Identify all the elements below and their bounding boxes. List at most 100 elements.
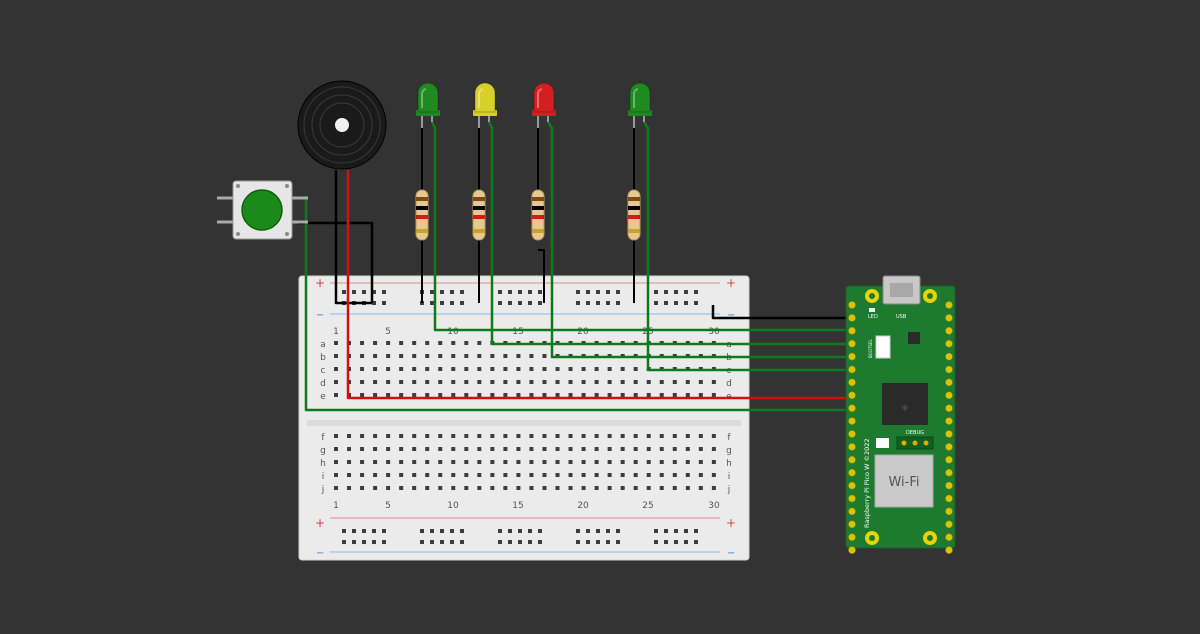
breadboard-hole — [555, 434, 560, 438]
breadboard-hole — [581, 434, 586, 438]
breadboard-hole — [620, 460, 625, 464]
push-button[interactable] — [217, 180, 308, 240]
row-letter-d-right: d — [726, 379, 732, 389]
resistor-2[interactable] — [472, 189, 486, 241]
breadboard-hole — [477, 460, 482, 464]
rail-hole — [508, 529, 512, 533]
breadboard-hole — [685, 460, 690, 464]
breadboard-hole — [607, 486, 612, 490]
breadboard-hole — [516, 447, 521, 451]
breadboard-hole — [659, 447, 664, 451]
breadboard-hole — [581, 367, 586, 371]
row-letter-f-left: f — [321, 433, 325, 443]
breadboard-hole — [477, 354, 482, 358]
breadboard-hole — [412, 341, 417, 345]
resistor-band — [473, 229, 485, 233]
rail-hole — [576, 529, 580, 533]
breadboard-hole — [373, 486, 378, 490]
rail-hole — [674, 540, 678, 544]
pico-pin-right — [945, 339, 953, 348]
breadboard-hole — [568, 447, 573, 451]
row-letter-e-left: e — [320, 392, 326, 402]
breadboard-hole — [360, 473, 365, 477]
breadboard-hole — [451, 434, 456, 438]
row-letter-j-right: j — [727, 485, 731, 495]
breadboard-hole — [672, 460, 677, 464]
wire-buzzer-ground — [334, 170, 372, 305]
led-green-2[interactable] — [628, 82, 652, 128]
buzzer[interactable] — [297, 80, 387, 170]
breadboard-hole — [399, 460, 404, 464]
button-cap[interactable] — [241, 189, 283, 231]
breadboard-hole — [399, 341, 404, 345]
raspberry-pi-pico-w[interactable]: LED USB BOOTSEL ◆ DEBUG Wi-Fi Raspberry … — [845, 275, 956, 554]
resistor-band — [473, 197, 485, 201]
breadboard-hole — [646, 486, 651, 490]
rail-hole — [654, 529, 658, 533]
rail-hole — [616, 529, 620, 533]
led-red[interactable] — [532, 82, 556, 128]
breadboard-hole — [581, 473, 586, 477]
rail-hole — [616, 301, 620, 305]
breadboard-hole — [386, 486, 391, 490]
pico-pin-left — [848, 417, 856, 425]
led-highlight — [478, 88, 484, 108]
rail-hole — [694, 540, 698, 544]
row-letter-h-right: h — [726, 459, 732, 469]
bootsel-button[interactable] — [875, 335, 891, 359]
wire-led4-signal — [642, 121, 858, 372]
breadboard-hole — [399, 473, 404, 477]
row-letter-b-left: b — [320, 353, 326, 363]
resistor-band — [628, 206, 640, 210]
breadboard-hole — [542, 486, 547, 490]
rail-hole — [596, 529, 600, 533]
resistor-1[interactable] — [415, 189, 429, 241]
button-corner-tl — [236, 184, 240, 188]
breadboard-hole — [594, 380, 599, 384]
breadboard-hole — [607, 393, 612, 397]
breadboard-hole — [620, 486, 625, 490]
pico-pin-left — [848, 468, 856, 477]
breadboard-hole — [594, 367, 599, 371]
led-body — [417, 82, 439, 113]
breadboard-hole — [685, 473, 690, 477]
pico-pin-right — [945, 391, 953, 400]
resistor-3[interactable] — [531, 189, 545, 241]
breadboard-hole — [451, 447, 456, 451]
col-num-bottom-15: 15 — [512, 501, 523, 511]
breadboard-hole — [542, 447, 547, 451]
pico-pin-right — [945, 443, 953, 451]
rail-hole — [440, 529, 444, 533]
breadboard-hole — [373, 473, 378, 477]
rail-hole — [684, 529, 688, 533]
breadboard-hole — [698, 486, 703, 490]
wire-button-ground — [298, 221, 374, 303]
breadboard-hole — [425, 434, 430, 438]
led-green-1[interactable] — [416, 82, 440, 128]
led-body — [474, 82, 496, 113]
led-yellow[interactable] — [473, 82, 497, 128]
pico-pin-left — [848, 507, 856, 516]
breadboard-hole — [685, 393, 690, 397]
pico-pin-right — [945, 533, 953, 541]
rail-hole — [372, 540, 376, 544]
breadboard-hole — [542, 393, 547, 397]
debug-pin-3 — [923, 440, 929, 446]
breadboard-hole — [516, 473, 521, 477]
col-num-bottom-30: 30 — [708, 501, 720, 511]
breadboard-hole — [425, 341, 430, 345]
col-num-bottom-20: 20 — [577, 501, 589, 511]
breadboard-hole — [529, 434, 534, 438]
pico-pin-left — [848, 546, 856, 554]
breadboard-hole — [672, 393, 677, 397]
breadboard-hole — [347, 460, 352, 464]
breadboard-hole — [516, 460, 521, 464]
rail-hole — [508, 540, 512, 544]
rail-hole — [440, 301, 444, 305]
rail-hole — [694, 290, 698, 294]
breadboard-hole — [373, 434, 378, 438]
resistor-4[interactable] — [627, 189, 641, 241]
breadboard-hole — [646, 434, 651, 438]
rail-hole — [460, 301, 464, 305]
